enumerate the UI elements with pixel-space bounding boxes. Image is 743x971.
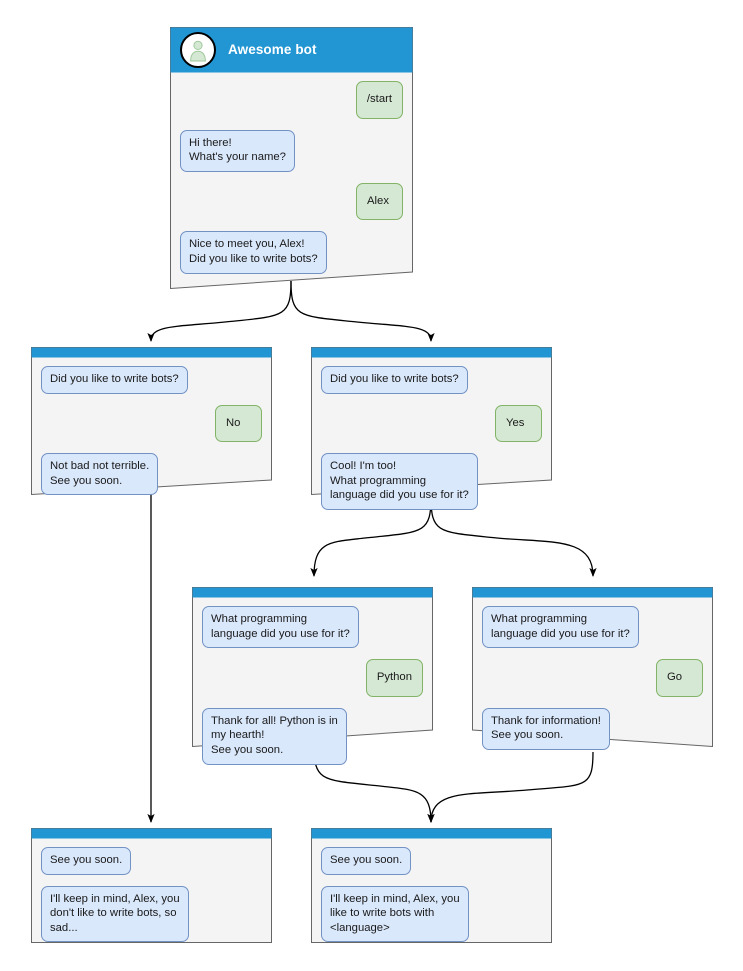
message-row: Hi there! What's your name? (180, 129, 403, 172)
message-row: Cool! I'm too! What programming language… (321, 453, 542, 510)
message-row: No (41, 404, 262, 443)
user-message-bubble[interactable]: No (215, 404, 262, 443)
bot-message-bubble[interactable]: See you soon. (321, 847, 412, 875)
bot-message-bubble[interactable]: I'll keep in mind, Alex, you like to wri… (321, 885, 469, 943)
chat-header-bar (311, 347, 552, 357)
chat-body-language-go: What programming language did you use fo… (472, 597, 713, 771)
bot-message-bubble[interactable]: What programming language did you use fo… (202, 606, 359, 649)
message-row: /start (180, 81, 403, 119)
message-row: I'll keep in mind, Alex, you like to wri… (321, 885, 542, 943)
user-message-bubble[interactable]: Go (656, 659, 703, 697)
message-row: Did you like to write bots? (41, 366, 262, 394)
message-row: Python (202, 659, 423, 697)
node-end-yes[interactable]: See you soon. I'll keep in mind, Alex, y… (311, 828, 552, 943)
bot-message-bubble[interactable]: Did you like to write bots? (321, 366, 468, 394)
message-row: Not bad not terrible. See you soon. (41, 453, 262, 496)
chat-body-end-no: See you soon. I'll keep in mind, Alex, y… (31, 838, 272, 963)
chat-header-bar (31, 347, 272, 357)
message-row: Go (482, 659, 703, 697)
message-row: Yes (321, 404, 542, 443)
person-avatar-icon (180, 31, 216, 68)
message-row: I'll keep in mind, Alex, you don't like … (41, 885, 262, 943)
bot-message-bubble[interactable]: Hi there! What's your name? (180, 129, 295, 172)
message-row: Nice to meet you, Alex! Did you like to … (180, 231, 403, 274)
user-message-bubble[interactable]: Python (365, 659, 423, 697)
message-row: Did you like to write bots? (321, 366, 542, 394)
chat-header-bar (192, 587, 433, 597)
message-row: See you soon. (321, 847, 542, 875)
bot-message-bubble[interactable]: See you soon. (41, 847, 132, 875)
bot-title: Awesome bot (228, 42, 317, 57)
node-answer-no[interactable]: Did you like to write bots? No Not bad n… (31, 347, 272, 496)
chat-header-bar (472, 587, 713, 597)
chat-header-start: Awesome bot (170, 27, 413, 72)
node-answer-yes[interactable]: Did you like to write bots? Yes Cool! I'… (311, 347, 552, 510)
bot-message-bubble[interactable]: Thank for all! Python is in my hearth! S… (202, 707, 347, 765)
message-row: Thank for information! See you soon. (482, 707, 703, 750)
user-message-bubble[interactable]: /start (355, 81, 403, 119)
bot-message-bubble[interactable]: Not bad not terrible. See you soon. (41, 453, 159, 496)
bot-message-bubble[interactable]: I'll keep in mind, Alex, you don't like … (41, 885, 189, 943)
chat-body-end-yes: See you soon. I'll keep in mind, Alex, y… (311, 838, 552, 963)
message-row: What programming language did you use fo… (482, 606, 703, 649)
chat-body-answer-yes: Did you like to write bots? Yes Cool! I'… (311, 357, 552, 531)
chat-header-bar (311, 828, 552, 838)
bot-message-bubble[interactable]: What programming language did you use fo… (482, 606, 639, 649)
node-language-go[interactable]: What programming language did you use fo… (472, 587, 713, 750)
node-language-python[interactable]: What programming language did you use fo… (192, 587, 433, 765)
message-row: Thank for all! Python is in my hearth! S… (202, 707, 423, 765)
bot-message-bubble[interactable]: Thank for information! See you soon. (482, 707, 610, 750)
bot-message-bubble[interactable]: Did you like to write bots? (41, 366, 188, 394)
chat-header-bar (31, 828, 272, 838)
bot-message-bubble[interactable]: Cool! I'm too! What programming language… (321, 453, 478, 510)
chat-body-language-python: What programming language did you use fo… (192, 597, 433, 786)
user-message-bubble[interactable]: Yes (495, 404, 542, 443)
chat-body-start: /start Hi there! What's your name? Alex … (170, 72, 413, 295)
user-message-bubble[interactable]: Alex (356, 182, 403, 221)
node-start[interactable]: Awesome bot /start Hi there! What's your… (170, 27, 413, 289)
chat-body-answer-no: Did you like to write bots? No Not bad n… (31, 357, 272, 516)
message-row: Alex (180, 182, 403, 221)
message-row: See you soon. (41, 847, 262, 875)
node-end-no[interactable]: See you soon. I'll keep in mind, Alex, y… (31, 828, 272, 943)
message-row: What programming language did you use fo… (202, 606, 423, 649)
bot-message-bubble[interactable]: Nice to meet you, Alex! Did you like to … (180, 231, 327, 274)
